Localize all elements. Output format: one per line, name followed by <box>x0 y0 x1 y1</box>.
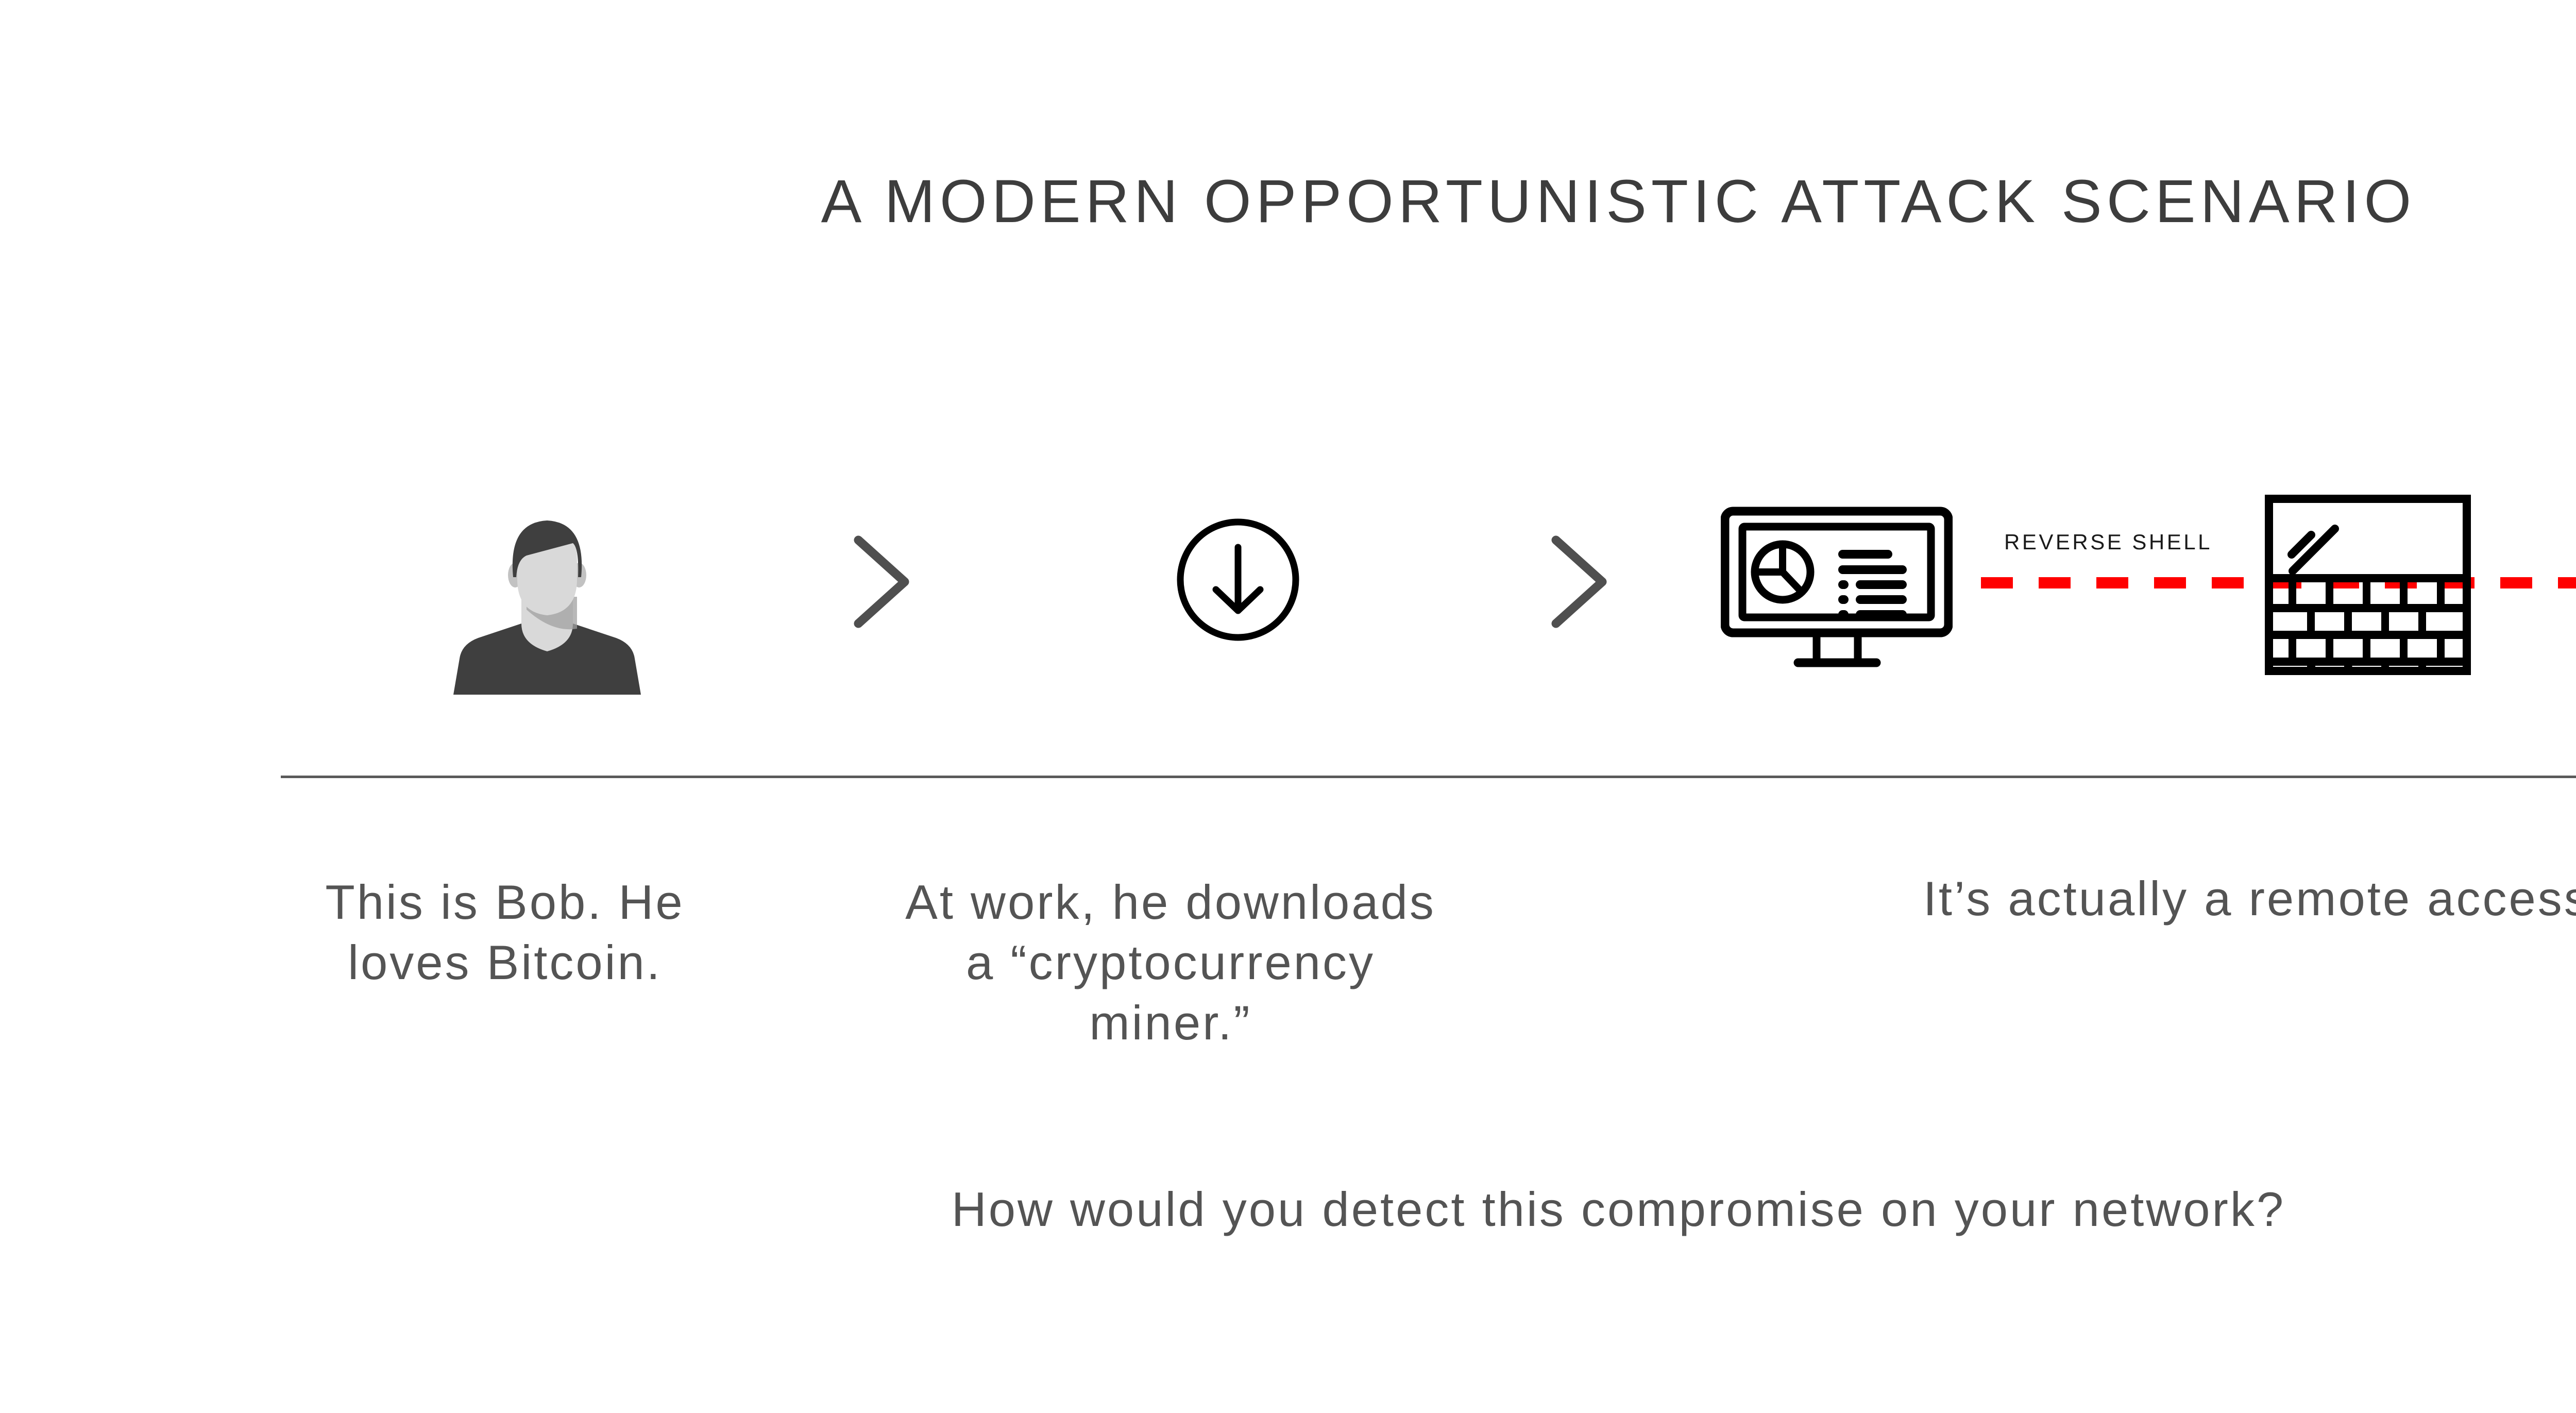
closing-question: How would you detect this compromise on … <box>951 1182 2286 1236</box>
page-title: A MODERN OPPORTUNISTIC ATTACK SCENARIO <box>821 167 2416 236</box>
dashboard-monitor-icon <box>1721 489 1953 674</box>
caption-step-2: At work, he downloads a “cryptocurrency … <box>861 872 1480 1053</box>
firewall-brick-wall-icon <box>2265 495 2471 675</box>
caption-line: This is Bob. He <box>325 875 685 929</box>
caption-line: It’s actually a remote access trojan. <box>1923 871 2576 926</box>
caption-line: At work, he downloads <box>905 875 1436 929</box>
horizontal-divider <box>281 776 2576 778</box>
person-avatar-icon <box>449 509 645 695</box>
attacker-c2-label-line: ATTACKER COMMAND <box>2555 374 2576 418</box>
caption-line: loves Bitcoin. <box>348 935 662 989</box>
chevron-right-icon <box>1536 533 1614 631</box>
caption-line: a “cryptocurrency <box>965 935 1376 989</box>
caption-line: miner.” <box>1089 996 1252 1050</box>
download-circle-icon <box>1174 515 1302 644</box>
attacker-c2-label-line: & CONTROL <box>2555 418 2576 462</box>
reverse-shell-label: REVERSE SHELL <box>2004 530 2212 554</box>
chevron-right-icon <box>839 533 916 631</box>
attacker-c2-label: ATTACKER COMMAND & CONTROL <box>2555 374 2576 462</box>
caption-step-1: This is Bob. He loves Bitcoin. <box>247 872 762 993</box>
caption-step-3: It’s actually a remote access trojan. <box>1669 868 2576 929</box>
